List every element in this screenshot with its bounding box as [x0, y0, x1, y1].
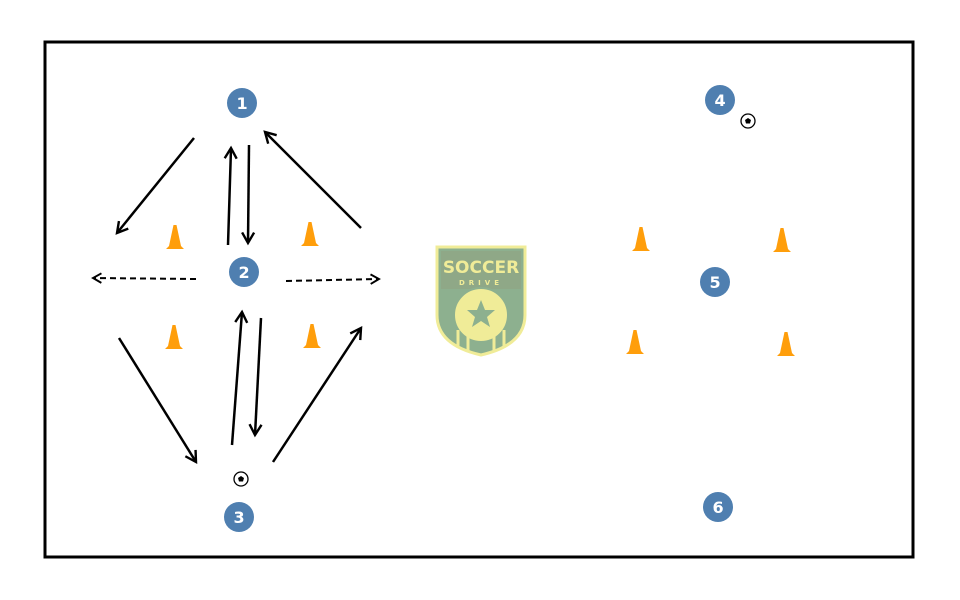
- svg-text:SOCCER: SOCCER: [443, 258, 519, 278]
- player-number: 4: [714, 91, 725, 110]
- player-number: 3: [233, 508, 244, 527]
- run-arrows: [91, 272, 381, 285]
- cones: [165, 222, 795, 356]
- player-number: 1: [236, 94, 247, 113]
- player-marker: [229, 257, 259, 287]
- player-3: 3: [224, 502, 254, 532]
- cone-icon: [773, 228, 791, 252]
- player-5: 5: [700, 267, 730, 297]
- dashed-arrow: [91, 272, 197, 284]
- player-1: 1: [227, 88, 257, 118]
- soccer-drive-logo: SOCCER DRIVE: [435, 245, 527, 357]
- arrow: [263, 130, 362, 229]
- arrow: [271, 325, 363, 463]
- player-marker: [700, 267, 730, 297]
- svg-text:DRIVE: DRIVE: [459, 279, 503, 287]
- cone-icon: [301, 222, 319, 246]
- player-number: 5: [709, 273, 720, 292]
- soccer-ball-icon: [233, 471, 249, 487]
- player-marker: [703, 492, 733, 522]
- cone-icon: [777, 332, 795, 356]
- arrow: [248, 317, 263, 438]
- player-marker: [224, 502, 254, 532]
- dashed-arrow: [285, 273, 381, 285]
- player-number: 6: [712, 498, 723, 517]
- player-marker: [705, 85, 735, 115]
- arrow: [117, 337, 198, 465]
- player-6: 6: [703, 492, 733, 522]
- cone-icon: [303, 324, 321, 348]
- arrow: [230, 309, 249, 446]
- arrow: [241, 144, 256, 246]
- cone-icon: [632, 227, 650, 251]
- arrow: [223, 145, 238, 246]
- pass-arrows: [115, 130, 363, 465]
- player-number: 2: [238, 263, 249, 282]
- cone-icon: [165, 325, 183, 349]
- cone-icon: [626, 330, 644, 354]
- players: 1 2 3 4 5 6: [224, 85, 735, 532]
- player-marker: [227, 88, 257, 118]
- soccer-ball-icon: [740, 113, 756, 129]
- cone-icon: [166, 225, 184, 249]
- arrow: [115, 137, 195, 235]
- player-2: 2: [229, 257, 259, 287]
- player-4: 4: [705, 85, 735, 115]
